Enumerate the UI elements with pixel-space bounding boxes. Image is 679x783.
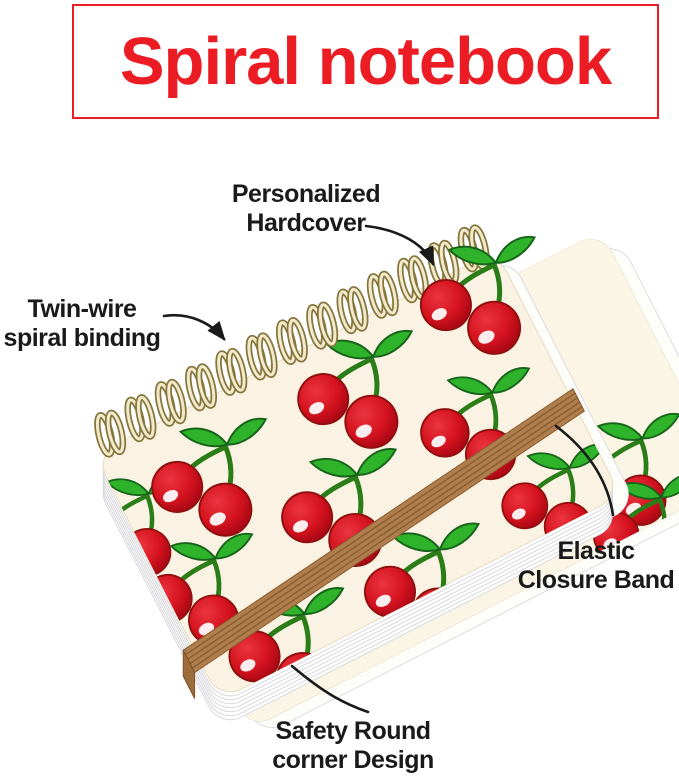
label-line: Hardcover [246, 209, 366, 237]
label-twin-wire-spiral: Twin-wire spiral binding [0, 295, 174, 353]
title-banner: Spiral notebook [72, 4, 659, 119]
label-line: Personalized [231, 180, 381, 208]
connector-lines [162, 224, 615, 714]
connector-spiral [162, 313, 226, 342]
label-line: corner Design [272, 746, 434, 774]
elastic-band [182, 388, 586, 699]
label-safety-round-corner: Safety Round corner Design [253, 717, 453, 775]
connector-corner [290, 664, 370, 714]
label-elastic-closure: Elastic Closure Band [510, 537, 679, 595]
label-line: Twin-wire [27, 295, 137, 323]
label-line: spiral binding [3, 324, 161, 352]
connector-hardcover [364, 224, 435, 267]
label-personalized-hardcover: Personalized Hardcover [196, 180, 416, 238]
label-line: Safety Round [275, 717, 431, 745]
label-line: Elastic [557, 537, 635, 565]
connector-elastic [554, 424, 615, 517]
page-title: Spiral notebook [119, 24, 612, 99]
label-line: Closure Band [517, 566, 675, 594]
spiral-notebook [22, 168, 679, 728]
